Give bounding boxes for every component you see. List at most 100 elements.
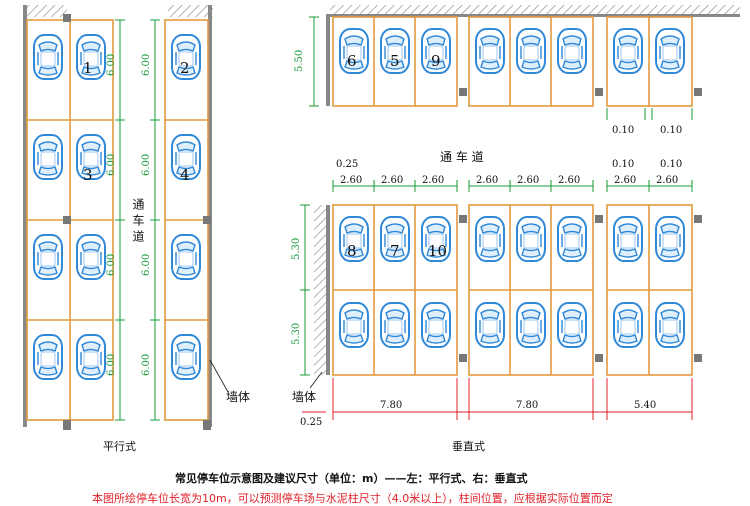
car-icon (516, 302, 546, 348)
mid-dim-5: 2.60 (517, 175, 539, 186)
space-number-5: 5 (390, 52, 400, 70)
car-icon (33, 34, 63, 80)
right-wall-leader (309, 371, 323, 389)
car-icon (655, 28, 685, 74)
car-icon (655, 216, 685, 262)
car-icon (33, 334, 63, 380)
top-row-frames (332, 16, 693, 107)
right-aisle-label: 通 车 道 (440, 149, 484, 164)
red-note: 本图所绘停车位长宽为10m，可以预测停车场与水泥柱尺寸（4.0米以上），柱间位置… (92, 492, 613, 505)
space-number-6: 6 (347, 52, 357, 70)
car-icon (475, 28, 505, 74)
bottom-red-1: 7.80 (380, 400, 402, 411)
mid-small-2: 0.10 (660, 159, 682, 170)
bottom-left-hatch (314, 205, 326, 375)
left-dim-r2: 6.00 (141, 154, 152, 176)
top-left-dim-label: 5.50 (294, 50, 305, 72)
space-number-4: 4 (180, 166, 190, 184)
left-wall-leader (209, 359, 229, 393)
car-icon (557, 216, 587, 262)
mid-dim-3: 2.60 (422, 175, 444, 186)
car-icon (516, 216, 546, 262)
car-icon (613, 302, 643, 348)
bottom-red-labels: 7.80 7.80 5.40 0.25 (300, 400, 656, 428)
car-icon (557, 28, 587, 74)
left-numbers: 1 2 3 4 (83, 59, 190, 184)
car-icon (613, 216, 643, 262)
bottom-red-3: 5.40 (634, 400, 656, 411)
bottom-cars (339, 216, 685, 348)
car-icon (655, 302, 685, 348)
car-icon (76, 334, 106, 380)
mid-dim-labels: 0.25 2.60 2.60 2.60 2.60 2.60 2.60 0.10 … (336, 159, 682, 186)
left-dim-r3: 6.00 (141, 254, 152, 276)
space-number-2: 2 (180, 59, 190, 77)
space-number-7: 7 (390, 242, 400, 260)
left-dim-3: 6.00 (106, 254, 117, 276)
left-dim-r4: 6.00 (141, 354, 152, 376)
left-dim-4: 6.00 (106, 354, 117, 376)
mid-dim-6: 2.60 (558, 175, 580, 186)
bottom-dim-1: 5.30 (291, 238, 302, 260)
right-title: 垂直式 (452, 440, 485, 453)
mid-dim-8: 2.60 (656, 175, 678, 186)
car-icon (557, 302, 587, 348)
left-dim-r1: 6.00 (141, 54, 152, 76)
left-posts (63, 14, 211, 430)
car-icon (516, 28, 546, 74)
top-posts (459, 88, 702, 96)
car-icon (475, 302, 505, 348)
car-icon (339, 302, 369, 348)
left-dim-lines (115, 19, 160, 421)
car-icon (33, 234, 63, 280)
bottom-wall-small: 0.25 (300, 417, 322, 428)
bottom-frames (332, 204, 693, 376)
car-icon (380, 302, 410, 348)
left-title: 平行式 (103, 440, 136, 453)
top-numbers: 6 5 9 (347, 52, 441, 70)
car-icon (76, 234, 106, 280)
bottom-red-2: 7.80 (516, 400, 538, 411)
car-icon (171, 334, 201, 380)
bottom-left-wall (326, 205, 330, 375)
car-icon (171, 234, 201, 280)
mid-dim-2: 2.60 (381, 175, 403, 186)
car-icon (613, 28, 643, 74)
top-left-dim (309, 16, 319, 107)
top-gap-dims (606, 108, 693, 120)
left-wall (23, 5, 27, 427)
mid-small-left: 0.25 (336, 159, 358, 170)
bottom-left-dims (300, 204, 310, 376)
left-aisle-label: 通车道 (131, 198, 145, 246)
space-number-1: 1 (83, 59, 93, 77)
car-icon (475, 216, 505, 262)
space-number-8: 8 (347, 242, 357, 260)
mid-dim-1: 2.60 (340, 175, 362, 186)
right-wall-label: 墙体 (292, 390, 317, 404)
car-icon (33, 134, 63, 180)
bottom-posts (459, 215, 702, 362)
bottom-red-dims (302, 378, 693, 420)
mid-dim-lines (332, 180, 693, 192)
bottom-numbers: 8 7 10 (347, 242, 447, 260)
left-dim-1: 6.00 (106, 54, 117, 76)
top-left-wall (326, 14, 330, 106)
left-dim-labels: 6.00 6.00 6.00 6.00 6.00 6.00 6.00 6.00 (106, 54, 152, 376)
bottom-left-dim-labels: 5.30 5.30 (291, 238, 302, 345)
top-gap-labels: 0.10 0.10 (612, 125, 682, 136)
bottom-dim-2: 5.30 (291, 323, 302, 345)
figure-caption: 常见停车位示意图及建议尺寸（单位：m）——左：平行式、右：垂直式 (175, 472, 528, 485)
car-icon (421, 302, 451, 348)
left-cars (33, 34, 201, 380)
mid-dim-4: 2.60 (476, 175, 498, 186)
left-wall-label: 墙体 (226, 390, 251, 404)
top-gap-2: 0.10 (660, 125, 682, 136)
left-hatch (27, 5, 67, 17)
space-number-9: 9 (431, 52, 441, 70)
mid-dim-7: 2.60 (614, 175, 636, 186)
left-dim-2: 6.00 (106, 154, 117, 176)
left-hatch-2 (168, 5, 213, 17)
top-wall (330, 14, 740, 17)
